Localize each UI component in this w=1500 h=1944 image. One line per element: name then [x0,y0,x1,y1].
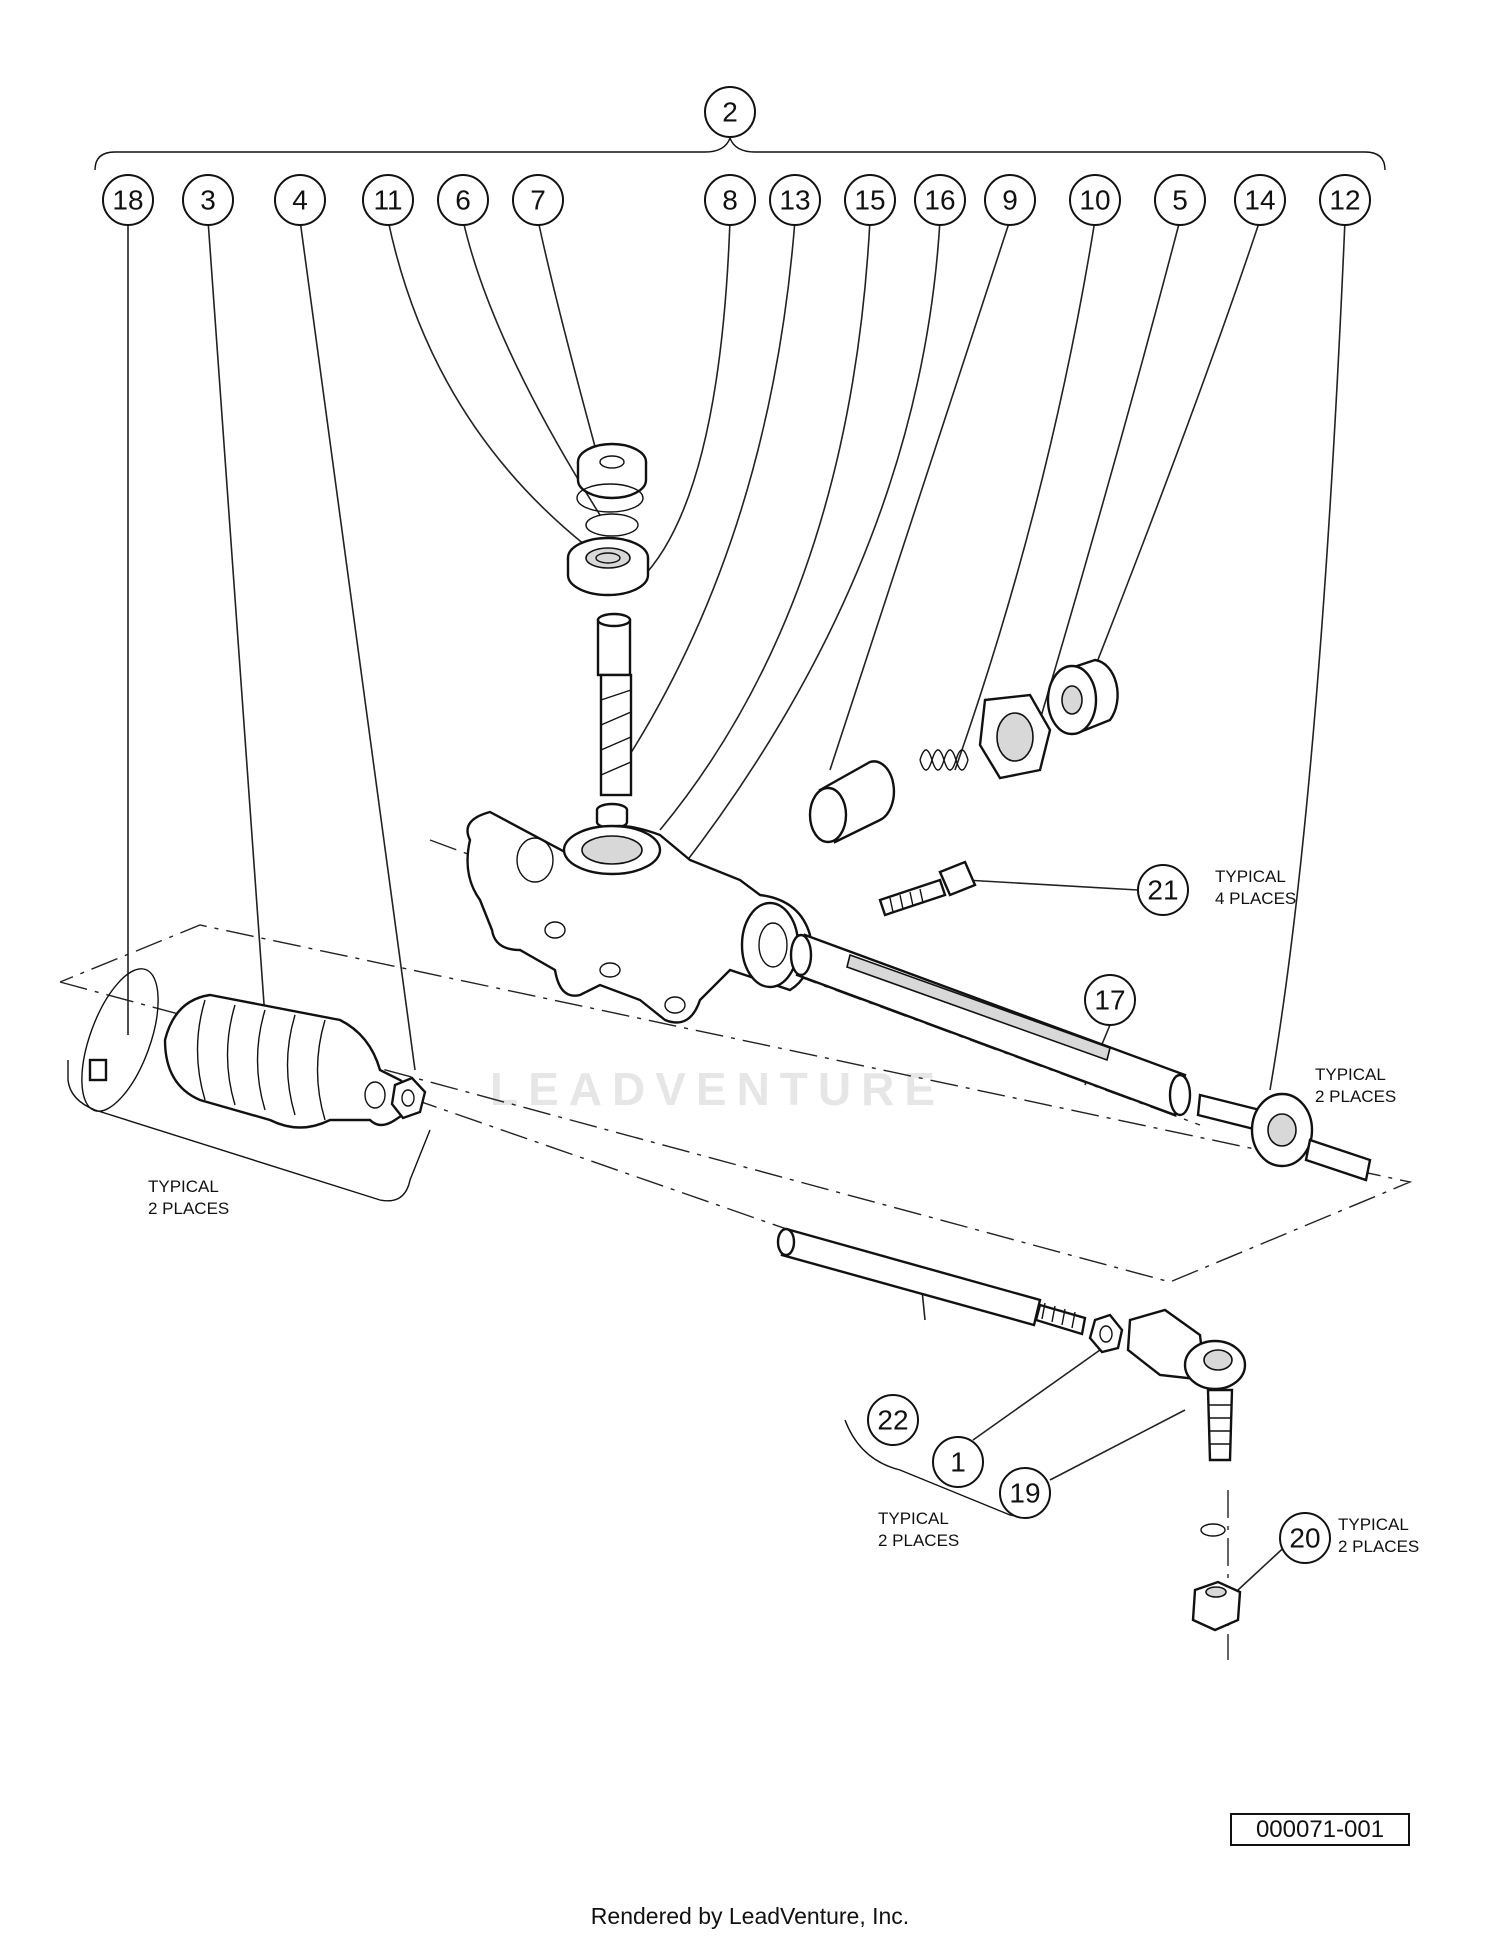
svg-text:2 PLACES: 2 PLACES [1338,1537,1419,1556]
assembly-brace [94,135,1386,171]
callout-20: 20 [1279,1512,1331,1564]
svg-text:7: 7 [530,185,546,216]
callout-1: 1 [932,1436,984,1488]
part-15-bushing [595,802,629,830]
svg-text:18: 18 [112,185,143,216]
part-4-nut [390,1076,427,1120]
part-8-bearing [566,536,650,597]
part-22-tie-rod-tube [776,1227,1087,1336]
boot-brace [67,1060,431,1202]
callout-2: 2 [704,86,756,138]
part-18-clamp [81,968,159,1112]
callout-13: 13 [769,174,821,226]
svg-text:TYPICAL: TYPICAL [1338,1515,1409,1534]
callout-7: 7 [512,174,564,226]
svg-text:1: 1 [950,1447,966,1478]
svg-text:10: 10 [1079,185,1110,216]
svg-text:19: 19 [1009,1478,1040,1509]
callout-10: 10 [1069,174,1121,226]
watermark-text: LEADVENTURE [490,1063,945,1115]
svg-text:13: 13 [779,185,810,216]
callout-4: 4 [274,174,326,226]
svg-text:2 PLACES: 2 PLACES [878,1531,959,1550]
svg-text:9: 9 [1002,185,1018,216]
part-19-tie-rod-end [1126,1308,1247,1462]
svg-text:3: 3 [200,185,216,216]
part-6-snap-ring [576,483,644,513]
callout-9: 9 [984,174,1036,226]
svg-text:2 PLACES: 2 PLACES [148,1199,229,1218]
svg-text:4 PLACES: 4 PLACES [1215,889,1296,908]
svg-text:17: 17 [1094,985,1125,1016]
svg-text:22: 22 [877,1405,908,1436]
part-9-rack-guide [808,760,896,844]
part-20-lock-nut [1191,1523,1242,1632]
note-20: TYPICAL 2 PLACES [1338,1515,1419,1556]
part-12-inner-tie-rod [1196,1092,1372,1182]
part-16-rack-housing [466,810,812,1024]
callout-21: 21 [1137,864,1189,916]
svg-text:TYPICAL: TYPICAL [878,1509,949,1528]
drawing-number-box: 000071-001 [1230,1813,1410,1846]
callout-11: 11 [362,174,414,226]
part-17-rack [789,933,1192,1117]
callout-15: 15 [844,174,896,226]
callout-5: 5 [1154,174,1206,226]
part-10-spring [919,749,969,771]
part-5-lock-nut [978,693,1052,780]
svg-text:15: 15 [854,185,885,216]
callout-12: 12 [1319,174,1371,226]
part-3-boot [163,993,413,1129]
note-12: TYPICAL 2 PLACES [1315,1065,1396,1106]
svg-text:TYPICAL: TYPICAL [148,1177,219,1196]
svg-text:11: 11 [373,185,402,216]
svg-text:5: 5 [1172,185,1188,216]
callout-18: 18 [102,174,154,226]
callout-6: 6 [437,174,489,226]
callout-3: 3 [182,174,234,226]
svg-text:12: 12 [1329,185,1360,216]
part-13-pinion-shaft [596,612,633,797]
svg-text:TYPICAL: TYPICAL [1215,867,1286,886]
callout-17: 17 [1084,974,1136,1026]
part-14-adjuster-plug [1046,658,1119,736]
svg-text:6: 6 [455,185,471,216]
callout-22: 22 [867,1394,919,1446]
svg-text:TYPICAL: TYPICAL [1315,1065,1386,1084]
svg-text:2 PLACES: 2 PLACES [1315,1087,1396,1106]
svg-text:8: 8 [722,185,738,216]
leader-lines [127,219,1346,1591]
svg-text:4: 4 [292,185,308,216]
callout-14: 14 [1234,174,1286,226]
svg-text:16: 16 [924,185,955,216]
note-21: TYPICAL 4 PLACES [1215,867,1296,908]
part-1-jam-nut [1088,1313,1124,1354]
svg-text:21: 21 [1147,875,1178,906]
svg-text:20: 20 [1289,1523,1320,1554]
part-7-bushing [576,442,648,500]
part-11-snap-ring [585,513,639,537]
callout-19: 19 [999,1467,1051,1519]
svg-text:14: 14 [1244,185,1275,216]
callout-16: 16 [914,174,966,226]
render-credit-footer: Rendered by LeadVenture, Inc. [590,1903,910,1929]
callout-8: 8 [704,174,756,226]
note-boot: TYPICAL 2 PLACES [148,1177,229,1218]
part-21-bolt [878,860,977,917]
note-tie-rod: TYPICAL 2 PLACES [878,1509,959,1550]
svg-text:2: 2 [722,97,738,128]
